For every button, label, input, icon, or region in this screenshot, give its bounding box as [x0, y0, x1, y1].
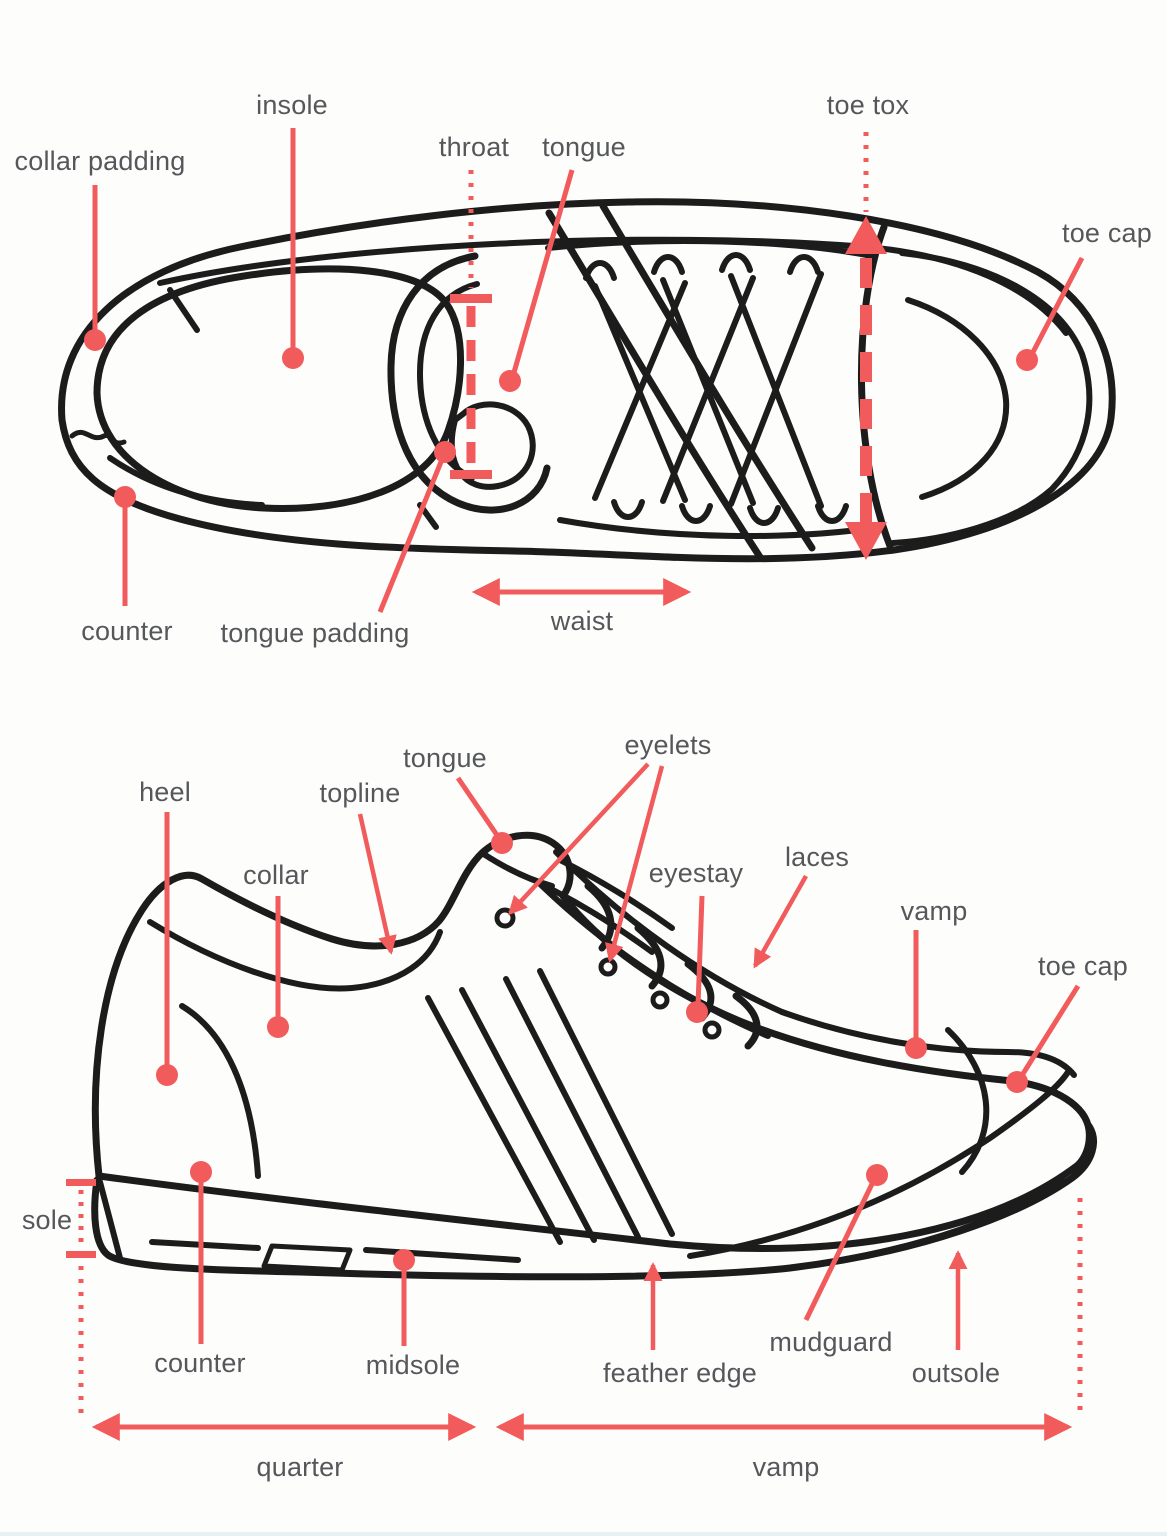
leader-tongue-top	[510, 169, 575, 377]
top-view-leaders	[84, 128, 1085, 613]
dot-vamp-side	[905, 1037, 927, 1059]
dot-heel	[156, 1064, 178, 1086]
label-throat: throat	[438, 132, 510, 162]
label-counter-top: counter	[81, 616, 173, 646]
label-insole: insole	[256, 90, 328, 120]
leader-topline	[357, 813, 397, 955]
dot-toe-cap-top	[1016, 349, 1038, 371]
label-mudguard: mudguard	[769, 1327, 893, 1357]
dot-tongue-top	[499, 370, 521, 392]
leader-laces	[753, 874, 808, 969]
throat-cap-top	[450, 294, 492, 303]
label-vamp-side: vamp	[900, 896, 968, 926]
label-feather-edge: feather edge	[602, 1358, 758, 1388]
leader-tongue-side	[455, 776, 502, 840]
dot-counter-top	[114, 486, 136, 508]
label-eyestay: eyestay	[648, 858, 744, 888]
label-sole: sole	[21, 1205, 73, 1235]
toe-tox-arrow-down	[845, 522, 887, 560]
dot-midsole	[393, 1249, 415, 1271]
dot-insole	[282, 347, 304, 369]
dot-collar	[267, 1016, 289, 1038]
label-vamp-measure: vamp	[752, 1452, 820, 1482]
sole-cap-top	[66, 1179, 96, 1186]
label-toe-tox: toe tox	[826, 90, 910, 120]
label-tongue-padding: tongue padding	[220, 618, 410, 648]
leader-toe-cap-side	[1018, 984, 1081, 1079]
label-heel: heel	[139, 777, 191, 807]
dot-tongue-padding	[434, 441, 456, 463]
dot-collar-padding	[84, 329, 106, 351]
label-tongue-top: tongue	[542, 132, 626, 162]
label-midsole: midsole	[365, 1350, 461, 1380]
dot-tongue-side	[491, 832, 513, 854]
dot-eyestay	[686, 1001, 708, 1023]
label-waist: waist	[550, 606, 614, 636]
label-collar: collar	[243, 860, 309, 890]
label-counter-side: counter	[154, 1348, 246, 1378]
side-view-leaders	[66, 762, 1083, 1441]
top-view-drawing	[58, 198, 1116, 563]
dot-toe-cap-side	[1006, 1071, 1028, 1093]
label-toe-cap-top: toe cap	[1062, 218, 1152, 248]
leader-eyelets-1	[508, 762, 650, 916]
label-outsole: outsole	[911, 1358, 1001, 1388]
label-tongue-side: tongue	[403, 743, 487, 773]
bottom-edge-line	[0, 1532, 1167, 1536]
leader-toe-cap-top	[1028, 256, 1085, 358]
sole-cap-bottom	[66, 1251, 96, 1258]
leader-eyelets-2	[605, 765, 665, 963]
leader-mudguard	[803, 1182, 875, 1322]
dot-mudguard	[866, 1164, 888, 1186]
leader-tongue-padding	[377, 456, 446, 613]
side-view-drawing	[91, 831, 1097, 1281]
leader-eyestay	[695, 895, 705, 1007]
label-collar-padding: collar padding	[14, 146, 186, 176]
throat-cap-bottom	[450, 470, 492, 479]
dot-counter-side	[190, 1161, 212, 1183]
label-laces: laces	[784, 842, 850, 872]
label-eyelets: eyelets	[624, 730, 712, 760]
label-topline: topline	[319, 778, 401, 808]
label-toe-cap-side: toe cap	[1038, 951, 1128, 981]
toe-tox-arrow-up	[845, 216, 887, 254]
label-quarter: quarter	[256, 1452, 344, 1482]
